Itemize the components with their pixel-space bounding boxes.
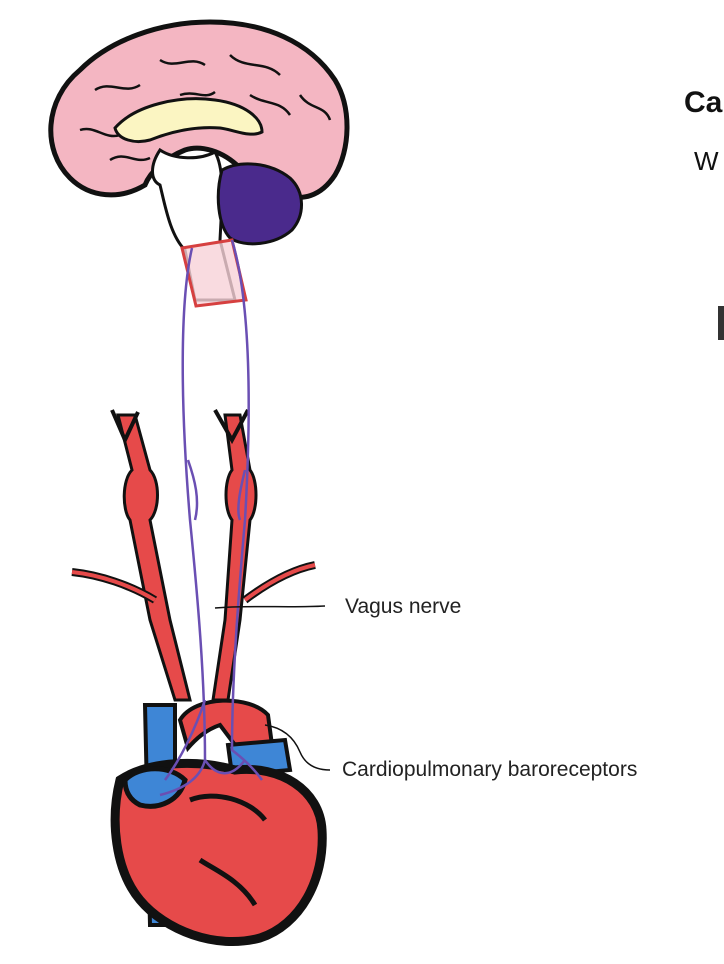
left-carotid <box>116 413 192 702</box>
label-cardiopulmonary-baroreceptors: Cardiopulmonary baroreceptors <box>342 758 638 781</box>
vessel-notch-left <box>110 409 140 445</box>
label-vagus-nerve: Vagus nerve <box>345 595 462 618</box>
heart-septum <box>189 793 267 907</box>
subclavian-left-fill <box>71 570 157 602</box>
cerebellum <box>216 162 303 246</box>
corpus-callosum <box>113 97 264 143</box>
clipped-title-text: Ca <box>684 86 723 119</box>
clipped-subtitle-text: W <box>694 146 719 176</box>
clipped-mark <box>718 306 724 340</box>
heart-icon <box>110 698 327 946</box>
subclavian-right-fill <box>243 563 316 602</box>
vessel-notch-right <box>213 409 250 445</box>
brain-icon <box>48 19 350 308</box>
heart-body <box>110 758 327 946</box>
vagus-nerve-lines <box>159 239 264 797</box>
baroreceptors-leader-line <box>264 724 331 771</box>
vagus-leader-line <box>214 605 326 609</box>
brainstem-highlight <box>180 238 248 308</box>
heart-atrium <box>122 766 188 809</box>
carotid-artery-icon <box>71 409 316 702</box>
cortex-folds <box>79 54 332 162</box>
